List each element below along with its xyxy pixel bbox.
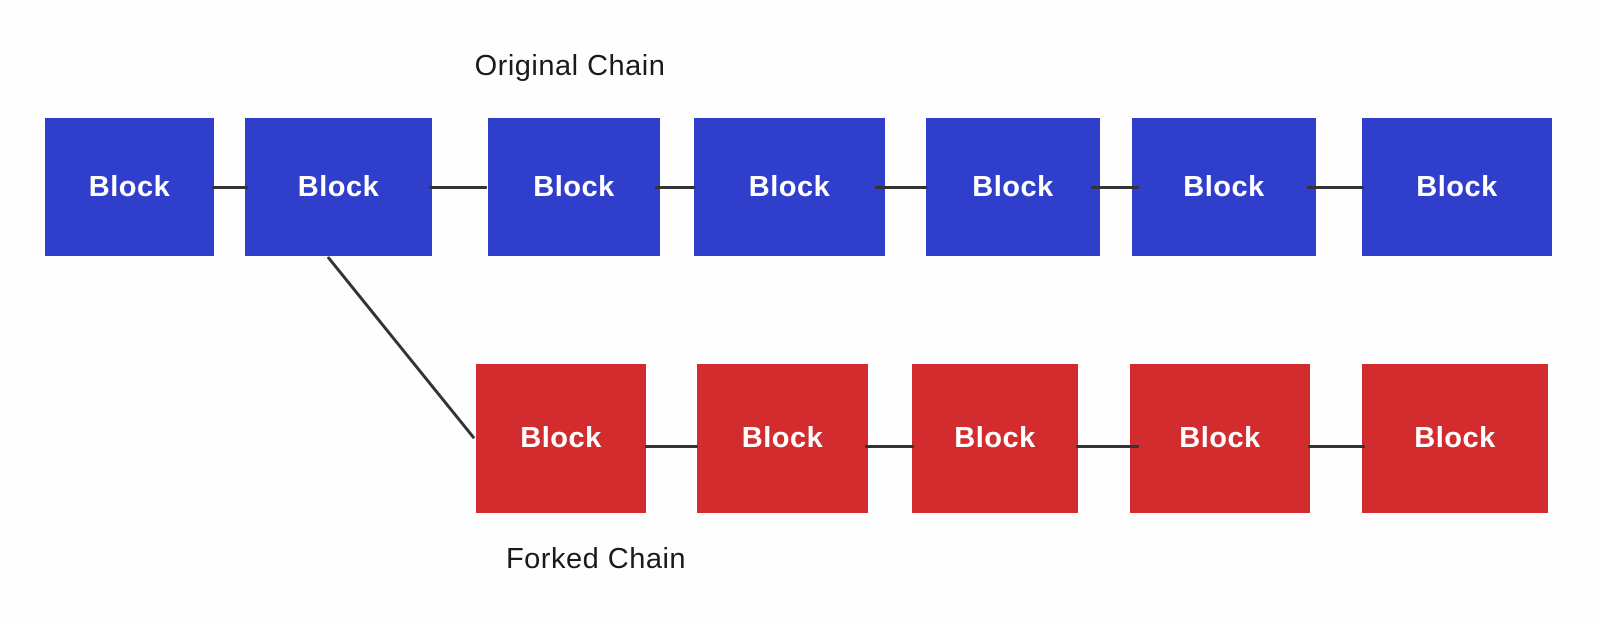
block-label: Block <box>748 170 831 203</box>
forked-chain-block: Block <box>1130 364 1310 513</box>
block-label: Block <box>1183 170 1265 203</box>
original-chain-block: Block <box>1362 118 1552 256</box>
block-connector-line <box>865 445 914 448</box>
block-label: Block <box>1416 170 1498 203</box>
block-connector-line <box>1091 186 1139 189</box>
forked-chain-block: Block <box>476 364 646 513</box>
original-chain-block: Block <box>926 118 1100 256</box>
original-chain-block: Block <box>694 118 885 256</box>
block-connector-line <box>212 186 248 189</box>
block-connector-line <box>645 445 698 448</box>
original-chain-title: Original Chain <box>474 50 666 82</box>
block-label: Block <box>972 170 1054 203</box>
block-connector-line <box>655 186 695 189</box>
block-label: Block <box>88 170 171 203</box>
fork-connector-line <box>326 256 476 440</box>
block-connector-line <box>875 186 927 189</box>
block-label: Block <box>297 170 380 203</box>
block-connector-line <box>429 186 487 189</box>
block-label: Block <box>741 422 824 454</box>
block-label: Block <box>954 422 1036 454</box>
block-connector-line <box>1308 445 1365 448</box>
block-label: Block <box>1179 422 1261 454</box>
forked-chain-block: Block <box>697 364 868 513</box>
forked-chain-block: Block <box>1362 364 1548 513</box>
forked-chain-block: Block <box>912 364 1078 513</box>
block-connector-line <box>1307 186 1364 189</box>
original-chain-block: Block <box>245 118 432 256</box>
original-chain-block: Block <box>1132 118 1316 256</box>
block-label: Block <box>533 170 615 203</box>
block-connector-line <box>1076 445 1139 448</box>
original-chain-block: Block <box>488 118 660 256</box>
block-label: Block <box>1414 422 1496 454</box>
original-chain-block: Block <box>45 118 214 256</box>
forked-chain-title: Forked Chain <box>505 543 687 575</box>
block-label: Block <box>520 422 602 454</box>
